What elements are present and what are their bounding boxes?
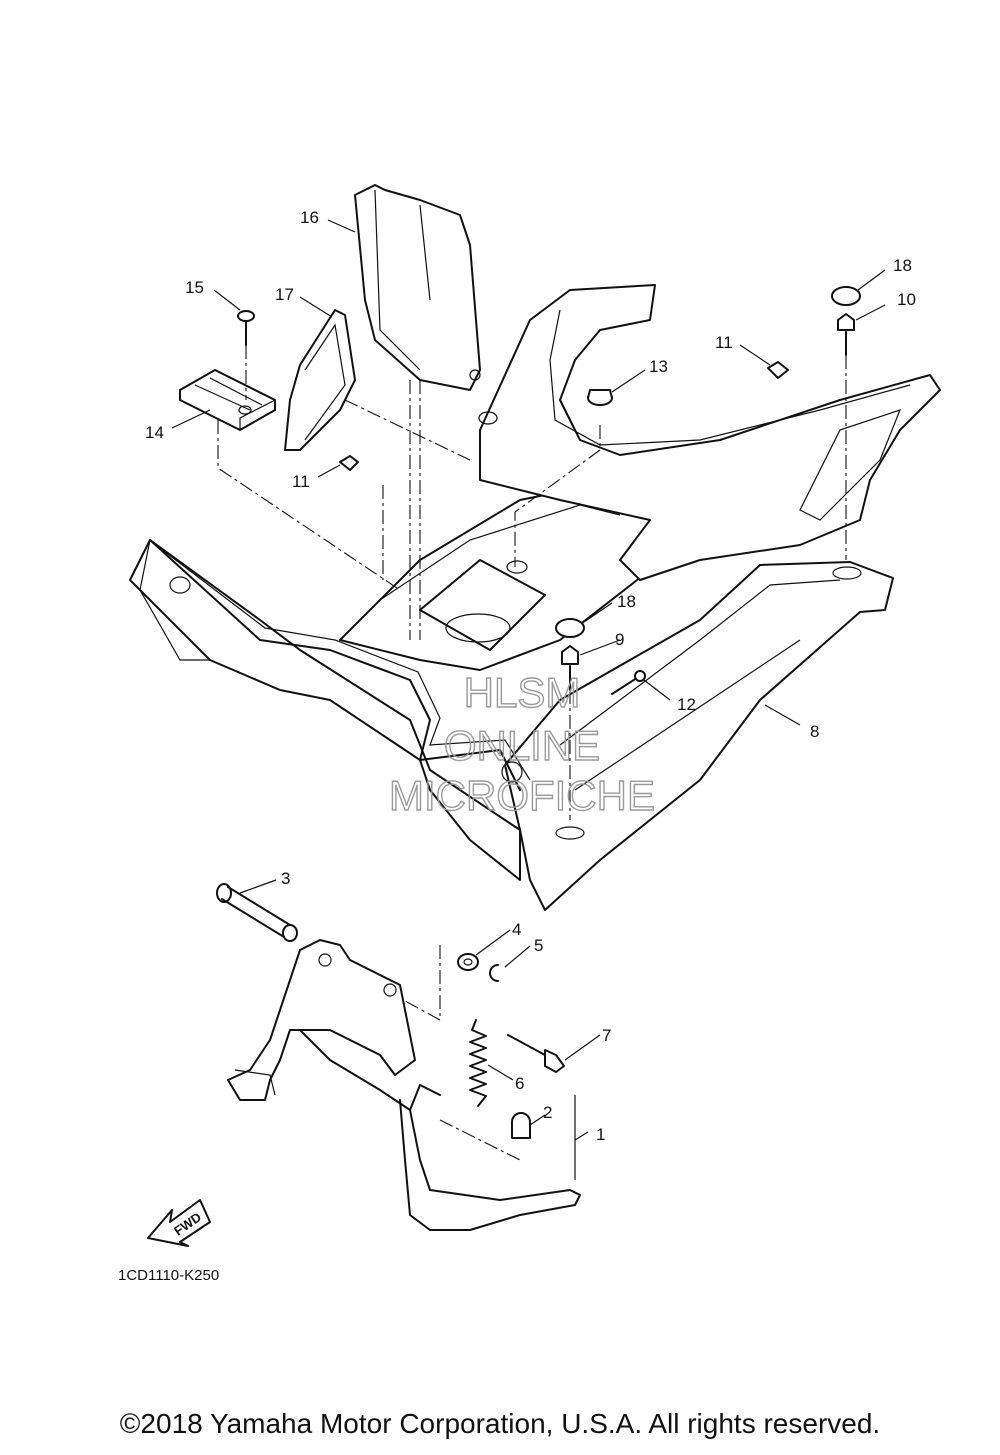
callout-8: 8	[810, 722, 819, 741]
callout-1: 1	[596, 1125, 605, 1144]
callout-12: 12	[677, 695, 696, 714]
callout-18-mid: 18	[617, 592, 636, 611]
part-4-washer	[457, 953, 479, 971]
callout-16: 16	[300, 208, 319, 227]
part-17-panel	[284, 309, 356, 451]
fastener-11-clip-left	[339, 455, 359, 471]
fastener-13-grommet	[587, 389, 613, 406]
watermark-line-3: MICROFICHE	[389, 772, 655, 819]
callout-10: 10	[897, 290, 916, 309]
callout-4: 4	[512, 920, 521, 939]
floor-panel-body	[129, 284, 941, 911]
assembly-lines	[217, 345, 847, 1161]
part-1-center-stand	[227, 939, 581, 1231]
leader-lines	[171, 219, 886, 1141]
callout-6: 6	[515, 1074, 524, 1093]
part-3-shaft	[216, 883, 298, 942]
part-6-spring	[469, 1019, 487, 1107]
copyright-notice: ©2018 Yamaha Motor Corporation, U.S.A. A…	[119, 1408, 881, 1439]
diagram-code: 1CD1110-K250	[118, 1267, 219, 1284]
callout-3: 3	[281, 869, 290, 888]
fastener-9-bolt	[561, 645, 579, 691]
fastener-12-screw	[611, 670, 646, 695]
part-2-cap	[511, 1112, 531, 1139]
fastener-15-screw	[237, 310, 255, 346]
part-14-block	[179, 369, 276, 431]
watermark-line-2: ONLINE	[444, 722, 600, 769]
fastener-18-cap-mid	[555, 618, 585, 638]
callout-17: 17	[275, 285, 294, 304]
part-16-cover	[354, 184, 481, 391]
callout-9: 9	[615, 630, 624, 649]
part-5-clip	[489, 964, 499, 982]
callout-11-left: 11	[292, 472, 310, 491]
watermark: HLSM ONLINE MICROFICHE	[388, 668, 655, 819]
part-7-bolt	[507, 1034, 565, 1073]
callout-13: 13	[649, 357, 668, 376]
callout-14: 14	[145, 423, 164, 442]
callout-11-right: 11	[715, 333, 733, 352]
callout-2: 2	[543, 1103, 552, 1122]
fwd-arrow-icon: FWD	[147, 1199, 211, 1247]
callout-7: 7	[602, 1026, 611, 1045]
callout-18-top: 18	[893, 256, 912, 275]
watermark-line-1: HLSM	[464, 669, 581, 716]
fastener-18-cap-top	[831, 286, 861, 306]
callout-15: 15	[185, 278, 204, 297]
fastener-10-bolt	[837, 313, 855, 356]
callout-5: 5	[534, 936, 543, 955]
fastener-11-clip-right	[767, 361, 789, 379]
